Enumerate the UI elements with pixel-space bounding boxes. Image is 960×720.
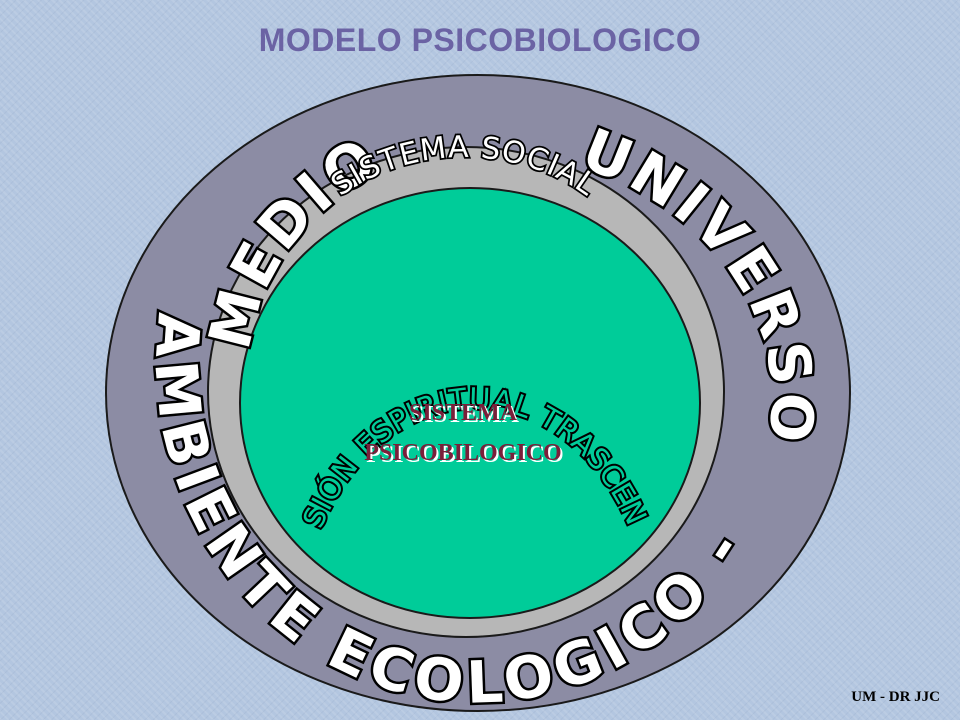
core-line-1-shadow: SISTEMA bbox=[411, 402, 520, 428]
core-line-2: PSICOBILOGICO bbox=[364, 440, 561, 466]
core-line-1: SISTEMA bbox=[409, 400, 518, 426]
footer-credit: UM - DR JJC bbox=[851, 689, 940, 705]
page-title: MODELO PSICOBIOLOGICO bbox=[258, 22, 702, 58]
inner-circle-dimension-espiritual bbox=[239, 187, 701, 619]
core-line-2-shadow: PSICOBILOGICO bbox=[366, 442, 563, 468]
core-label-sistema-psicobiologico: SISTEMA SISTEMA PSICOBILOGICO PSICOBILOG… bbox=[364, 400, 563, 468]
